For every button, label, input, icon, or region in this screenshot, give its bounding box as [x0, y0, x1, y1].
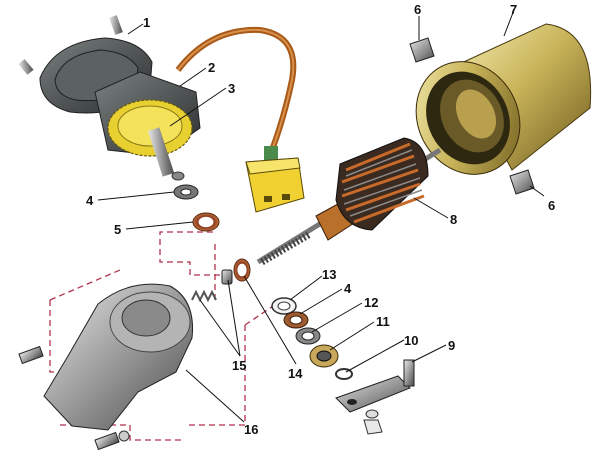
washer-12: [295, 327, 321, 345]
label-12: 12: [364, 295, 378, 310]
seal-ring-14: [233, 258, 251, 282]
bearing-11: [309, 344, 339, 368]
washer-4-lower: [283, 311, 309, 329]
label-8: 8: [450, 212, 457, 227]
label-14: 14: [288, 366, 303, 381]
magnet-clip-top: [409, 37, 435, 63]
label-9: 9: [448, 338, 455, 353]
part-labels: 1 2 3 4 5 6 7 6 8 9 10 11 12 4 13 14 15 …: [86, 2, 555, 437]
washer-13: [271, 297, 297, 315]
wire-harness: [175, 26, 305, 213]
label-4-lower: 4: [344, 281, 352, 296]
label-6-top: 6: [414, 2, 421, 17]
clip-10: [335, 368, 353, 380]
spring-15: [191, 269, 233, 303]
armature: [256, 137, 442, 266]
label-7: 7: [510, 2, 517, 17]
label-5: 5: [114, 222, 121, 237]
label-2: 2: [208, 60, 215, 75]
label-1: 1: [143, 15, 150, 30]
seal-ring-5: [192, 212, 220, 232]
washer-top: [173, 184, 199, 200]
crank-lever-9: [335, 359, 415, 435]
magnet-clip-bottom: [509, 169, 535, 195]
label-4-top: 4: [86, 193, 94, 208]
label-13: 13: [322, 267, 336, 282]
label-16: 16: [244, 422, 258, 437]
motor-housing: [415, 23, 592, 175]
label-3: 3: [228, 81, 235, 96]
label-10: 10: [404, 333, 418, 348]
label-11: 11: [376, 314, 390, 329]
worm-gear-assembly: [94, 71, 201, 181]
label-15: 15: [232, 358, 246, 373]
leader-lines: [97, 9, 545, 423]
gearbox-housing: [18, 283, 194, 451]
label-6-bottom: 6: [548, 198, 555, 213]
